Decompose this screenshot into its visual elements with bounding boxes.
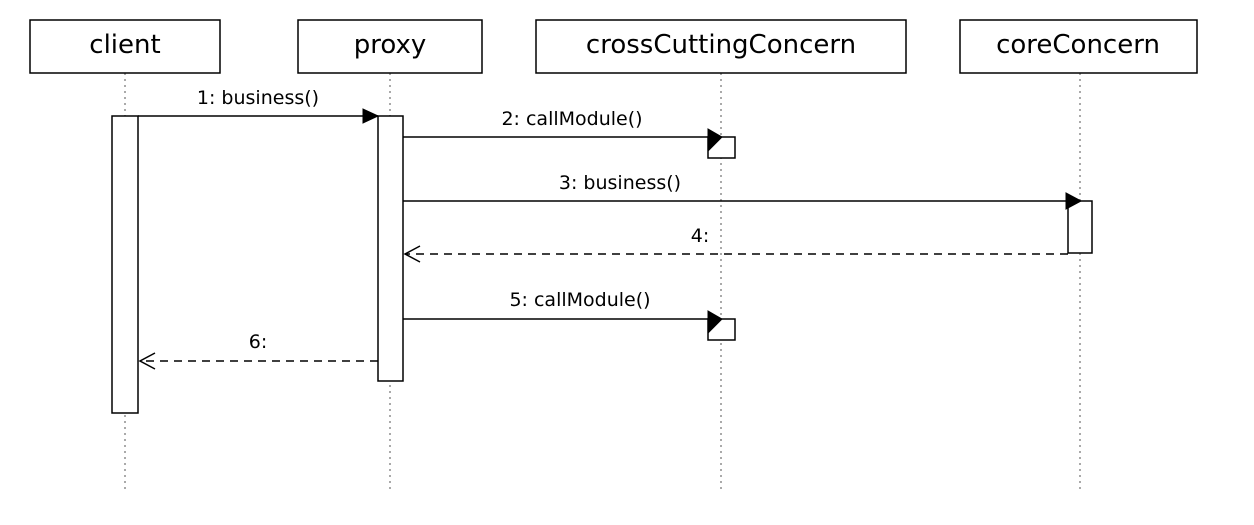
lifeline-label-client: client [89,30,160,60]
message-2[interactable]: 2: callModule() [403,108,723,153]
lifeline-box-client[interactable]: client [29,19,221,74]
activation-core-concern [1067,200,1093,254]
message-label-3: 3: business() [559,172,681,194]
filled-arrowhead-icon [707,310,723,335]
lifeline-label-core-concern: coreConcern [996,30,1160,60]
message-5[interactable]: 5: callModule() [403,289,723,335]
message-label-4: 4: [691,225,710,247]
filled-arrowhead-icon [707,128,723,153]
message-label-6: 6: [249,331,268,353]
lifeline-label-cross-cutting-concern: crossCuttingConcern [586,30,856,60]
open-arrowhead-icon [403,245,421,263]
message-4[interactable]: 4: [403,225,1068,263]
lifeline-box-cross-cutting-concern[interactable]: crossCuttingConcern [535,19,907,74]
activation-client [111,115,139,414]
lifeline-box-core-concern[interactable]: coreConcern [959,19,1198,74]
lifeline-label-proxy: proxy [354,30,427,60]
message-label-2: 2: callModule() [501,108,642,130]
filled-arrowhead-icon [1065,192,1083,210]
message-6[interactable]: 6: [138,331,378,370]
message-1[interactable]: 1: business() [138,87,380,124]
filled-arrowhead-icon [362,108,380,124]
message-label-1: 1: business() [197,87,319,109]
open-arrowhead-icon [138,352,156,370]
message-label-5: 5: callModule() [509,289,650,311]
lifeline-box-proxy[interactable]: proxy [297,19,483,74]
message-3[interactable]: 3: business() [403,172,1083,210]
activation-proxy [377,115,404,382]
